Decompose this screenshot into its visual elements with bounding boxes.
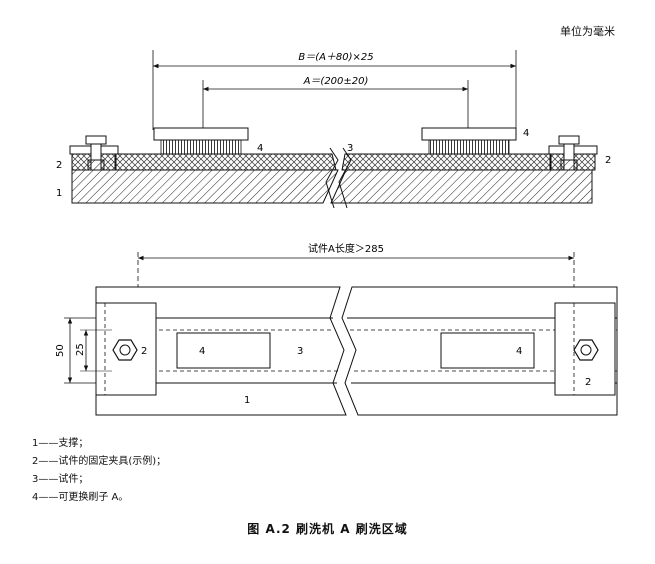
side-label-1: 1 (56, 188, 62, 199)
brush-left-bristles (160, 139, 242, 155)
top-label-4-right: 4 (516, 346, 522, 357)
legend-item-2: 2——试件的固定夹具(示例)； (32, 456, 167, 467)
brush-top-right (440, 332, 535, 369)
bolt-right-icon (573, 339, 599, 361)
top-label-2-left: 2 (141, 346, 147, 357)
side-view: B＝(A＋80)×25 A＝(200±20) (56, 50, 611, 209)
side-label-2-left: 2 (56, 160, 62, 171)
dim-b-label: B＝(A＋80)×25 (298, 52, 373, 63)
specimen-left (114, 153, 337, 171)
clamp-right (548, 135, 598, 171)
legend-item-4: 4——可更换刷子 A。 (32, 492, 129, 503)
bolt-left-icon (112, 339, 138, 361)
top-view: 试件A长度＞285 (55, 242, 618, 416)
top-label-4-left: 4 (199, 346, 205, 357)
clamp-left (69, 135, 119, 171)
legend-item-1: 1——支撑； (32, 438, 89, 449)
brush-left-holder (153, 127, 249, 141)
top-label-2-right: 2 (585, 377, 591, 388)
side-label-4-left: 4 (257, 143, 263, 154)
side-label-2-right: 2 (605, 155, 611, 166)
support-base-right (330, 169, 593, 204)
dim-length-label: 试件A长度＞285 (308, 242, 384, 255)
brush-top-left (176, 332, 271, 369)
figure-caption: 图 A.2 刷洗机 A 刷洗区域 (247, 522, 408, 536)
specimen-right (341, 153, 551, 171)
top-label-3: 3 (297, 346, 303, 357)
legend-item-3: 3——试件； (32, 474, 89, 485)
brush-right-holder (421, 127, 517, 141)
break-line-right (338, 147, 352, 209)
brush-right-bristles (428, 139, 510, 155)
support-base-left (71, 169, 339, 204)
break-line-left (325, 147, 339, 209)
dim-25-label: 25 (75, 343, 86, 356)
dim-a-label: A＝(200±20) (303, 76, 369, 87)
side-label-4-right: 4 (523, 128, 529, 139)
top-label-1: 1 (244, 395, 250, 406)
unit-note: 单位为毫米 (560, 25, 615, 38)
dim-50-label: 50 (55, 344, 66, 357)
side-label-3: 3 (347, 143, 353, 154)
